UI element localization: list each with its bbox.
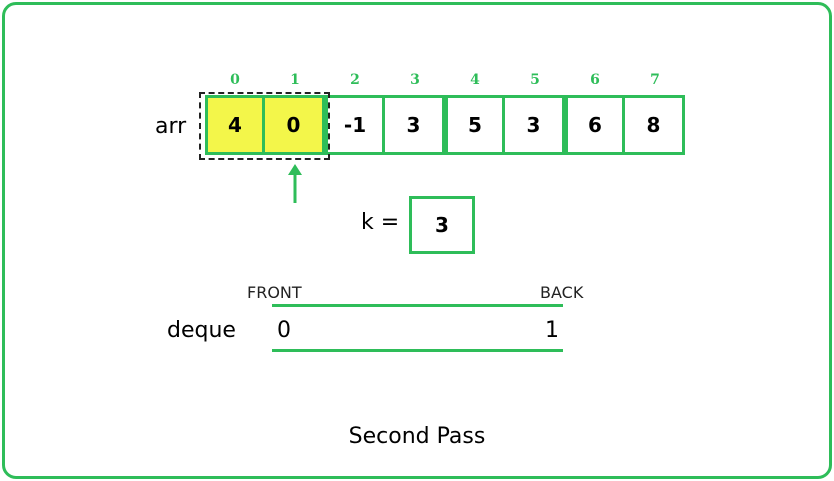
- array-cell: 4: [205, 95, 265, 155]
- deque-front-label: FRONT: [247, 283, 302, 302]
- array-cell: -1: [325, 95, 385, 155]
- deque-front-value: 0: [277, 318, 291, 343]
- deque-bottom-line: [272, 349, 563, 352]
- array-index: 4: [470, 72, 480, 88]
- array-index: 0: [230, 72, 240, 88]
- array-label: arr: [155, 114, 187, 139]
- array-index: 7: [650, 72, 660, 88]
- array-cell: 8: [625, 95, 685, 155]
- deque-back-value: 1: [545, 318, 559, 343]
- array-cell: 6: [565, 95, 625, 155]
- array-index: 6: [590, 72, 600, 88]
- deque-back-label: BACK: [540, 283, 584, 302]
- array-cell: 3: [385, 95, 445, 155]
- array-index: 5: [530, 72, 540, 88]
- k-value-box: 3: [409, 196, 475, 254]
- k-label: k =: [361, 210, 400, 235]
- array-cell: 3: [505, 95, 565, 155]
- array-cell: 0: [265, 95, 325, 155]
- deque-label: deque: [167, 318, 236, 343]
- array-cell: 5: [445, 95, 505, 155]
- array-index: 2: [350, 72, 360, 88]
- caption: Second Pass: [348, 424, 486, 449]
- deque-top-line: [272, 304, 563, 307]
- array-index: 3: [410, 72, 420, 88]
- array-index: 1: [290, 72, 300, 88]
- up-arrow-icon: [288, 164, 302, 203]
- sliding-window-box: [199, 92, 330, 160]
